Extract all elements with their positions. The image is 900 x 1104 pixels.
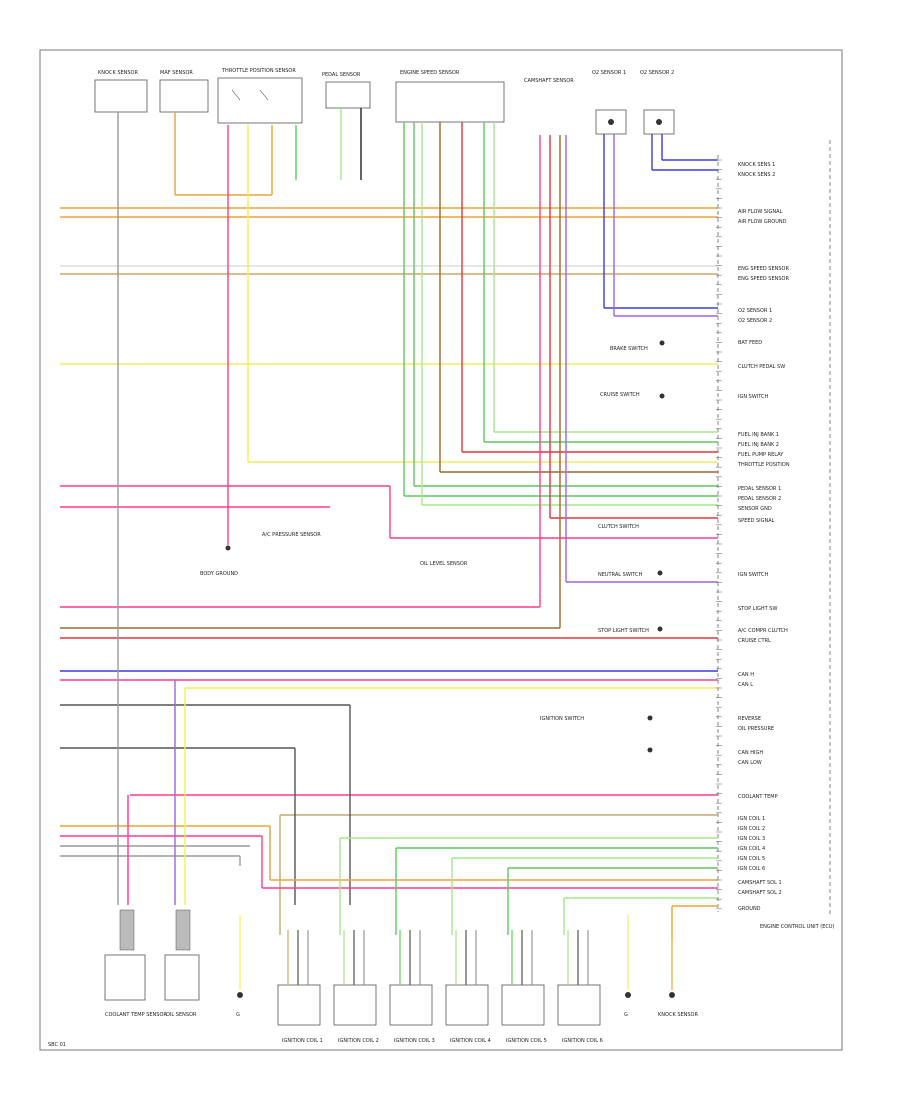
svg-text:IGN SWITCH: IGN SWITCH <box>738 572 769 578</box>
svg-text:MAF SENSOR: MAF SENSOR <box>160 70 193 76</box>
svg-text:IGN COIL 4: IGN COIL 4 <box>738 846 765 852</box>
ecu-pin-labels: KNOCK SENS 1 KNOCK SENS 2 AIR FLOW SIGNA… <box>737 162 790 912</box>
svg-text:PEDAL SENSOR: PEDAL SENSOR <box>322 72 361 78</box>
svg-text:CLUTCH PEDAL SW: CLUTCH PEDAL SW <box>738 364 785 370</box>
ecu-label: ENGINE CONTROL UNIT (ECU) <box>760 924 835 930</box>
ignition-coil-3: IGNITION COIL 3 <box>389 984 435 1044</box>
svg-text:OIL SENSOR: OIL SENSOR <box>166 1012 197 1018</box>
svg-text:ENGINE SPEED SENSOR: ENGINE SPEED SENSOR <box>400 70 460 76</box>
engine-speed-sensor: ENGINE SPEED SENSOR <box>395 70 505 123</box>
svg-text:G: G <box>624 1012 628 1018</box>
o2-sensor-1: O2 SENSOR 1 <box>592 70 627 135</box>
throttle-position-sensor: THROTTLE POSITION SENSOR <box>217 68 303 124</box>
svg-text:IGNITION SWITCH: IGNITION SWITCH <box>540 716 584 722</box>
svg-text:IGNITION COIL 2: IGNITION COIL 2 <box>338 1038 379 1044</box>
svg-text:CAN HIGH: CAN HIGH <box>738 750 763 756</box>
svg-text:STOP LIGHT SW: STOP LIGHT SW <box>738 606 777 612</box>
svg-text:ENG SPEED SENSOR: ENG SPEED SENSOR <box>738 276 789 282</box>
svg-text:NEUTRAL SWITCH: NEUTRAL SWITCH <box>598 572 643 578</box>
vertical-wires <box>117 108 718 940</box>
svg-text:REVERSE: REVERSE <box>738 716 761 722</box>
svg-text:KNOCK SENS 2: KNOCK SENS 2 <box>738 172 775 178</box>
svg-text:IGN SWITCH: IGN SWITCH <box>738 394 769 400</box>
pedal-sensor: PEDAL SENSOR <box>322 72 371 109</box>
svg-text:IGN COIL 5: IGN COIL 5 <box>738 856 765 862</box>
bottom-components: COOLANT TEMP SENSOR OIL SENSOR G IGNITIO… <box>104 909 698 1044</box>
svg-text:IGN COIL 6: IGN COIL 6 <box>738 866 765 872</box>
svg-text:CAN H: CAN H <box>738 672 754 678</box>
svg-text:OIL PRESSURE: OIL PRESSURE <box>738 726 774 732</box>
svg-text:THROTTLE POSITION: THROTTLE POSITION <box>737 462 790 468</box>
diagram-id: SBC 01 <box>48 1042 66 1048</box>
oil-sensor: OIL SENSOR <box>164 909 200 1018</box>
svg-text:FUEL INJ BANK 2: FUEL INJ BANK 2 <box>738 442 779 448</box>
svg-text:OIL LEVEL SENSOR: OIL LEVEL SENSOR <box>420 561 468 567</box>
svg-text:O2 SENSOR 1: O2 SENSOR 1 <box>738 308 772 314</box>
svg-text:CRUISE CTRL: CRUISE CTRL <box>738 638 771 644</box>
camshaft-sensor: CAMSHAFT SENSOR <box>524 78 574 84</box>
svg-text:CAN L: CAN L <box>738 682 753 688</box>
ignition-coil-4: IGNITION COIL 4 <box>445 984 491 1044</box>
svg-text:KNOCK SENS 1: KNOCK SENS 1 <box>738 162 775 168</box>
ignition-coil-6: IGNITION COIL 6 <box>557 984 603 1044</box>
svg-text:G: G <box>236 1012 240 1018</box>
ground-2: G <box>624 992 631 1018</box>
svg-text:IGN COIL 1: IGN COIL 1 <box>738 816 765 822</box>
diagram-frame <box>39 49 843 1051</box>
svg-text:SENSOR GND: SENSOR GND <box>738 506 772 512</box>
top-components: KNOCK SENSOR MAF SENSOR THROTTLE POSITIO… <box>94 68 675 135</box>
svg-text:COOLANT TEMP SENSOR: COOLANT TEMP SENSOR <box>105 1012 167 1018</box>
svg-text:IGN COIL 2: IGN COIL 2 <box>738 826 765 832</box>
o2-sensor-2: O2 SENSOR 2 <box>640 70 675 135</box>
ignition-coil-2: IGNITION COIL 2 <box>333 984 379 1044</box>
svg-text:IGNITION COIL 4: IGNITION COIL 4 <box>450 1038 491 1044</box>
svg-text:COOLANT TEMP: COOLANT TEMP <box>738 794 778 800</box>
ignition-coil-1: IGNITION COIL 1 <box>277 984 323 1044</box>
svg-text:IGNITION COIL 5: IGNITION COIL 5 <box>506 1038 547 1044</box>
svg-text:THROTTLE POSITION SENSOR: THROTTLE POSITION SENSOR <box>221 68 296 74</box>
svg-text:KNOCK SENSOR: KNOCK SENSOR <box>98 70 138 76</box>
svg-text:BODY GROUND: BODY GROUND <box>200 571 238 577</box>
svg-text:FUEL INJ BANK 1: FUEL INJ BANK 1 <box>738 432 779 438</box>
knock-sensor-bottom: KNOCK SENSOR <box>658 992 698 1018</box>
svg-text:BAT FEED: BAT FEED <box>738 340 762 346</box>
svg-text:CLUTCH SWITCH: CLUTCH SWITCH <box>598 524 639 530</box>
svg-text:CAMSHAFT SOL 2: CAMSHAFT SOL 2 <box>738 890 782 896</box>
ground-1: G <box>236 992 243 1018</box>
svg-text:AIR FLOW GROUND: AIR FLOW GROUND <box>738 219 787 225</box>
svg-text:IGNITION COIL 3: IGNITION COIL 3 <box>394 1038 435 1044</box>
svg-text:BRAKE SWITCH: BRAKE SWITCH <box>610 346 648 352</box>
svg-text:CRUISE SWITCH: CRUISE SWITCH <box>600 392 640 398</box>
svg-text:O2 SENSOR 2: O2 SENSOR 2 <box>640 70 674 76</box>
svg-text:ENG SPEED SENSOR: ENG SPEED SENSOR <box>738 266 789 272</box>
svg-text:CAN LOW: CAN LOW <box>738 760 762 766</box>
svg-text:O2 SENSOR 1: O2 SENSOR 1 <box>592 70 626 76</box>
maf-sensor: MAF SENSOR <box>159 70 209 113</box>
svg-text:IGN COIL 3: IGN COIL 3 <box>738 836 765 842</box>
coolant-temp-sensor: COOLANT TEMP SENSOR <box>104 909 167 1018</box>
svg-text:STOP LIGHT SWITCH: STOP LIGHT SWITCH <box>598 628 649 634</box>
svg-text:PEDAL SENSOR 2: PEDAL SENSOR 2 <box>738 496 781 502</box>
svg-text:GROUND: GROUND <box>738 906 761 912</box>
ecu-pin-ticks <box>716 159 722 910</box>
svg-text:A/C COMPR CLUTCH: A/C COMPR CLUTCH <box>738 628 788 634</box>
knock-sensor-top: KNOCK SENSOR <box>94 70 148 113</box>
svg-text:O2 SENSOR 2: O2 SENSOR 2 <box>738 318 772 324</box>
svg-text:AIR FLOW SIGNAL: AIR FLOW SIGNAL <box>738 209 783 215</box>
horizontal-wires <box>60 207 718 857</box>
svg-text:KNOCK SENSOR: KNOCK SENSOR <box>658 1012 698 1018</box>
svg-text:CAMSHAFT SOL 1: CAMSHAFT SOL 1 <box>738 880 782 886</box>
svg-text:FUEL PUMP RELAY: FUEL PUMP RELAY <box>738 452 784 458</box>
svg-text:PEDAL SENSOR 1: PEDAL SENSOR 1 <box>738 486 781 492</box>
svg-text:A/C PRESSURE SENSOR: A/C PRESSURE SENSOR <box>262 532 321 538</box>
coil-stubs <box>239 915 673 990</box>
svg-text:IGNITION COIL 1: IGNITION COIL 1 <box>282 1038 323 1044</box>
svg-text:SPEED SIGNAL: SPEED SIGNAL <box>738 518 775 524</box>
mid-labels: BODY GROUND A/C PRESSURE SENSOR OIL LEVE… <box>200 340 665 753</box>
svg-text:CAMSHAFT SENSOR: CAMSHAFT SENSOR <box>524 78 574 84</box>
svg-text:IGNITION COIL 6: IGNITION COIL 6 <box>562 1038 603 1044</box>
ignition-coil-5: IGNITION COIL 5 <box>501 984 547 1044</box>
